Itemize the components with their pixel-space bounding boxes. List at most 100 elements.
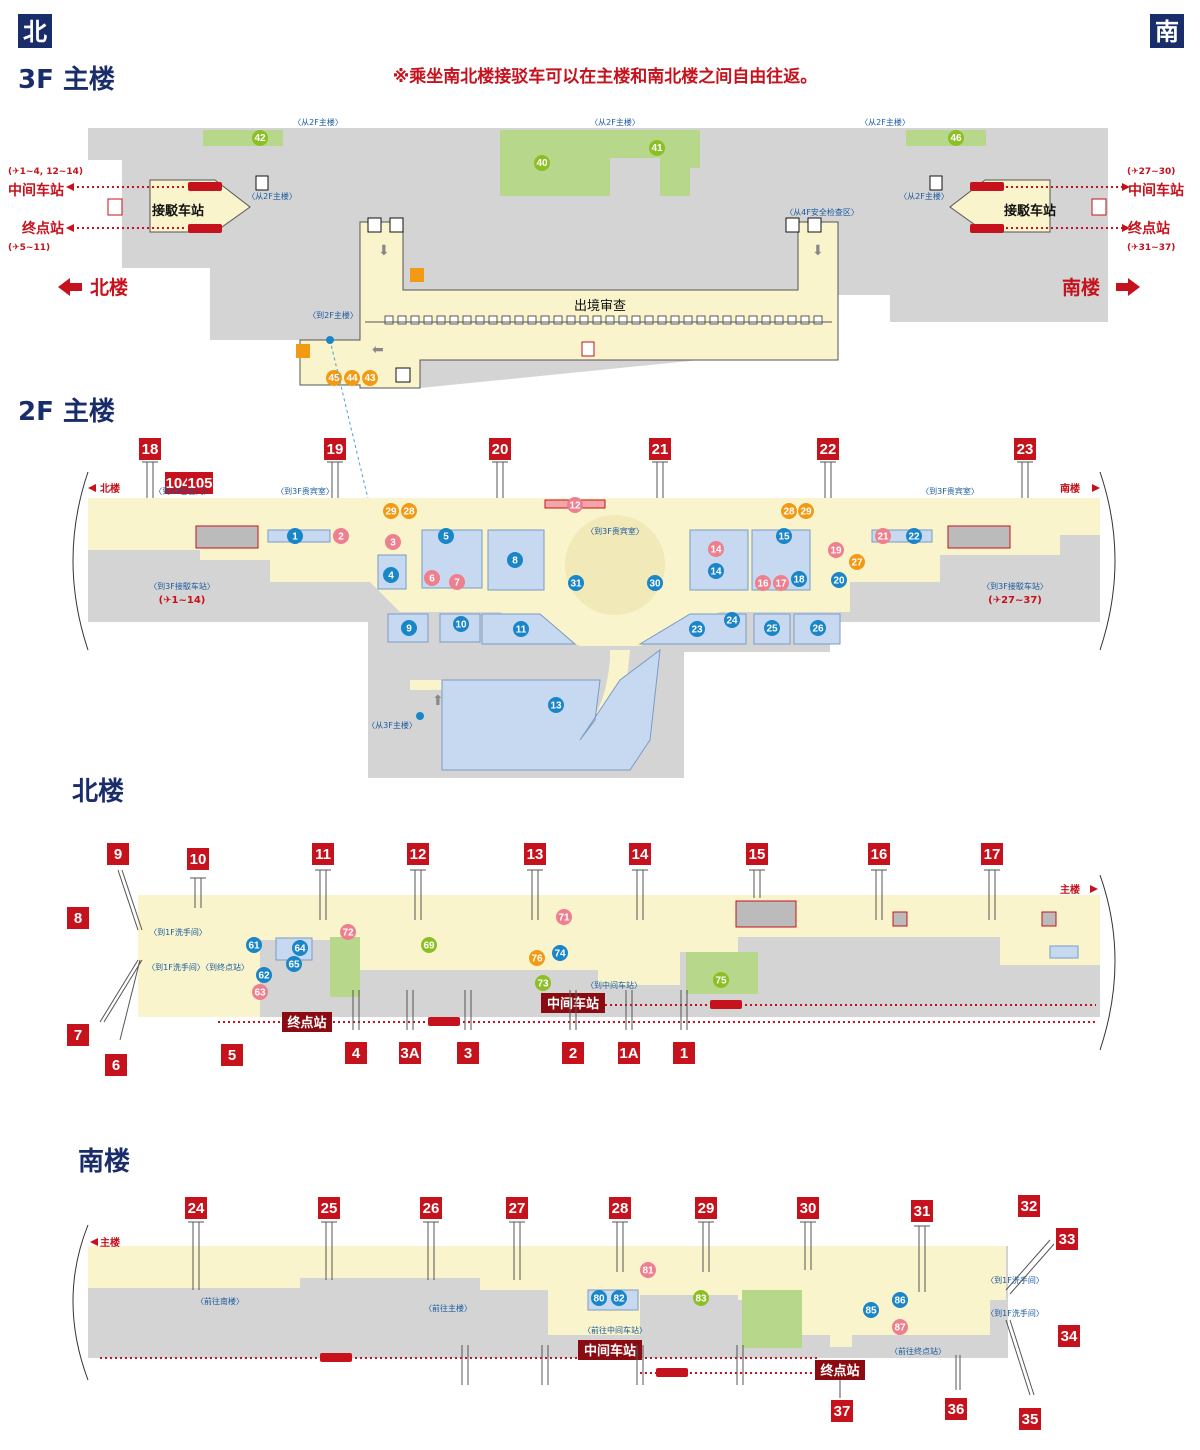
poi-1-label[interactable]: 1 [292,532,298,543]
gate-1A[interactable]: 1A [618,1042,640,1064]
gate-2[interactable]: 2 [562,1042,584,1064]
poi-19[interactable]: 19 [828,542,844,558]
gate-105-label[interactable]: 105 [187,475,212,492]
poi-80[interactable]: 80 [591,1290,607,1306]
poi-1[interactable]: 1 [287,528,303,544]
gate-1-label[interactable]: 1 [680,1045,688,1062]
gate-35[interactable]: 35 [1019,1408,1041,1430]
poi-10-label[interactable]: 10 [455,620,467,631]
gate-4[interactable]: 4 [345,1042,367,1064]
poi-74-label[interactable]: 74 [554,949,566,960]
poi-20[interactable]: 20 [831,572,847,588]
gate-31[interactable]: 31 [911,1200,933,1222]
gate-24-label[interactable]: 24 [188,1200,205,1217]
poi-28[interactable]: 28 [401,503,417,519]
gate-36[interactable]: 36 [945,1398,967,1420]
poi-14[interactable]: 14 [708,541,724,557]
poi-10[interactable]: 10 [453,616,469,632]
gate-13-label[interactable]: 13 [527,846,544,863]
poi-6[interactable]: 6 [424,570,440,586]
poi-2[interactable]: 2 [333,528,349,544]
poi-41[interactable]: 41 [651,143,663,154]
poi-87-label[interactable]: 87 [894,1323,906,1334]
poi-18[interactable]: 18 [791,571,807,587]
poi-83-label[interactable]: 83 [695,1294,707,1305]
poi-28[interactable]: 28 [781,503,797,519]
poi-25[interactable]: 25 [764,620,780,636]
gate-33[interactable]: 33 [1056,1228,1078,1250]
poi-5[interactable]: 5 [438,528,454,544]
gate-27-label[interactable]: 27 [509,1200,526,1217]
gate-7[interactable]: 7 [67,1024,89,1046]
poi-2-label[interactable]: 2 [338,532,344,543]
gate-3A[interactable]: 3A [399,1042,421,1064]
gate-4-label[interactable]: 4 [352,1045,361,1062]
gate-22[interactable]: 22 [817,438,839,460]
poi-27-label[interactable]: 27 [851,558,863,569]
gate-20-label[interactable]: 20 [492,441,509,458]
gate-15[interactable]: 15 [746,843,768,865]
poi-81-label[interactable]: 81 [642,1266,654,1277]
gate-6-label[interactable]: 6 [112,1057,120,1074]
poi-75[interactable]: 75 [713,972,729,988]
poi-14[interactable]: 14 [708,563,724,579]
poi-69-label[interactable]: 69 [423,941,435,952]
north-wing-label-2f[interactable]: 北楼 [100,482,120,495]
gate-32-label[interactable]: 32 [1021,1198,1038,1215]
gate-7-label[interactable]: 7 [74,1027,82,1044]
poi-85-label[interactable]: 85 [865,1306,877,1317]
gate-26-label[interactable]: 26 [423,1200,440,1217]
gate-3[interactable]: 3 [457,1042,479,1064]
gate-20[interactable]: 20 [489,438,511,460]
gate-24[interactable]: 24 [185,1197,207,1219]
poi-9[interactable]: 9 [401,620,417,636]
poi-44[interactable]: 44 [346,373,358,384]
poi-80-label[interactable]: 80 [593,1294,605,1305]
poi-30[interactable]: 30 [647,575,663,591]
gate-2-label[interactable]: 2 [569,1045,577,1062]
poi-26[interactable]: 26 [810,620,826,636]
gate-17-label[interactable]: 17 [984,846,1001,863]
south-wing-arrow[interactable]: 南楼 [1062,276,1100,299]
poi-4-label[interactable]: 4 [388,571,394,582]
main-building-label-south[interactable]: 主楼 [100,1236,120,1249]
poi-43[interactable]: 43 [364,373,376,384]
poi-11-label[interactable]: 11 [516,625,527,636]
poi-73[interactable]: 73 [535,975,551,991]
poi-14-label[interactable]: 14 [710,567,722,578]
poi-7[interactable]: 7 [449,574,465,590]
gate-23[interactable]: 23 [1014,438,1036,460]
poi-64[interactable]: 64 [292,940,308,956]
gate-14[interactable]: 14 [629,843,651,865]
poi-13-label[interactable]: 13 [550,701,562,712]
gate-105[interactable]: 105 [187,472,213,494]
poi-81[interactable]: 81 [640,1262,656,1278]
poi-6-label[interactable]: 6 [429,574,435,585]
south-wing-label-2f[interactable]: 南楼 [1060,482,1080,495]
poi-12-label[interactable]: 12 [569,501,581,512]
terminal-station-south[interactable]: 终点站 [820,1363,859,1379]
poi-15[interactable]: 15 [776,528,792,544]
poi-7-label[interactable]: 7 [454,578,460,589]
gate-6[interactable]: 6 [105,1054,127,1076]
gate-16-label[interactable]: 16 [871,846,888,863]
poi-12[interactable]: 12 [567,497,583,513]
poi-82[interactable]: 82 [611,1290,627,1306]
poi-63-label[interactable]: 63 [254,988,266,999]
poi-13[interactable]: 13 [548,697,564,713]
gate-34[interactable]: 34 [1058,1325,1080,1347]
poi-73-label[interactable]: 73 [537,979,549,990]
gate-3-label[interactable]: 3 [464,1045,472,1062]
poi-76[interactable]: 76 [529,950,545,966]
poi-16[interactable]: 16 [755,575,771,591]
gate-16[interactable]: 16 [868,843,890,865]
poi-19-label[interactable]: 19 [830,546,842,557]
gate-17[interactable]: 17 [981,843,1003,865]
poi-87[interactable]: 87 [892,1319,908,1335]
gate-5-label[interactable]: 5 [228,1047,236,1064]
gate-13[interactable]: 13 [524,843,546,865]
gate-1A-label[interactable]: 1A [619,1045,638,1062]
poi-83[interactable]: 83 [693,1290,709,1306]
gate-11-label[interactable]: 11 [315,846,331,863]
poi-75-label[interactable]: 75 [715,976,727,987]
